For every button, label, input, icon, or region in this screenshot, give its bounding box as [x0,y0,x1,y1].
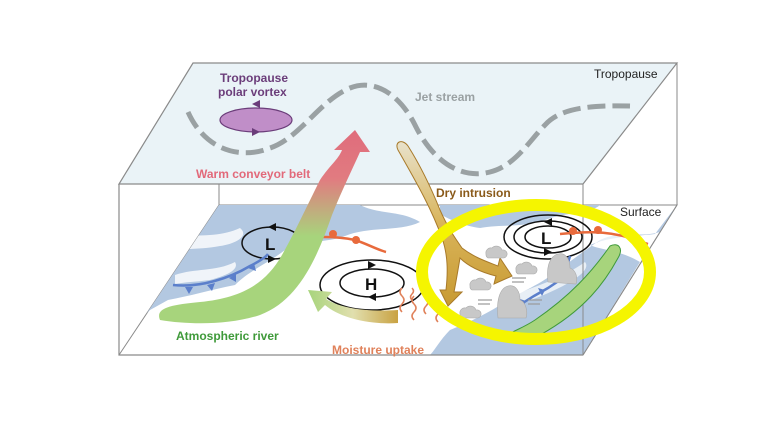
surface-label: Surface [620,205,662,219]
box-frame [218,63,678,205]
atmospheric-river-label: Atmospheric river [176,329,279,343]
high-symbol: H [365,275,377,294]
tropopause-label: Tropopause [594,67,658,81]
moisture-uptake-arrow [308,290,398,324]
moisture-uptake-label: Moisture uptake [332,343,424,357]
highlight-ellipse [416,199,656,345]
tropopause-plane: Tropopause Jet stream Tropopause polar v… [117,62,679,185]
clouds [459,245,578,319]
low-symbol-west: L [265,235,275,254]
dry-intrusion-label: Dry intrusion [436,186,511,200]
wind-lines [478,277,542,305]
surface-plane: Surface [118,204,678,356]
warm-conveyor-belt-label: Warm conveyor belt [196,167,310,181]
jet-stream-label: Jet stream [415,90,475,104]
cold-front-west [172,253,269,294]
dry-intrusion-arrow [396,141,513,307]
jet-stream [185,82,631,177]
polar-vortex-label-line2: polar vortex [218,85,287,99]
low-pressure-west: L [241,223,303,263]
low-symbol-east: L [541,229,551,248]
polar-vortex-icon [219,100,293,136]
warm-conveyor-belt-arrow [159,130,370,324]
polar-vortex-label-line1: Tropopause [220,71,288,85]
